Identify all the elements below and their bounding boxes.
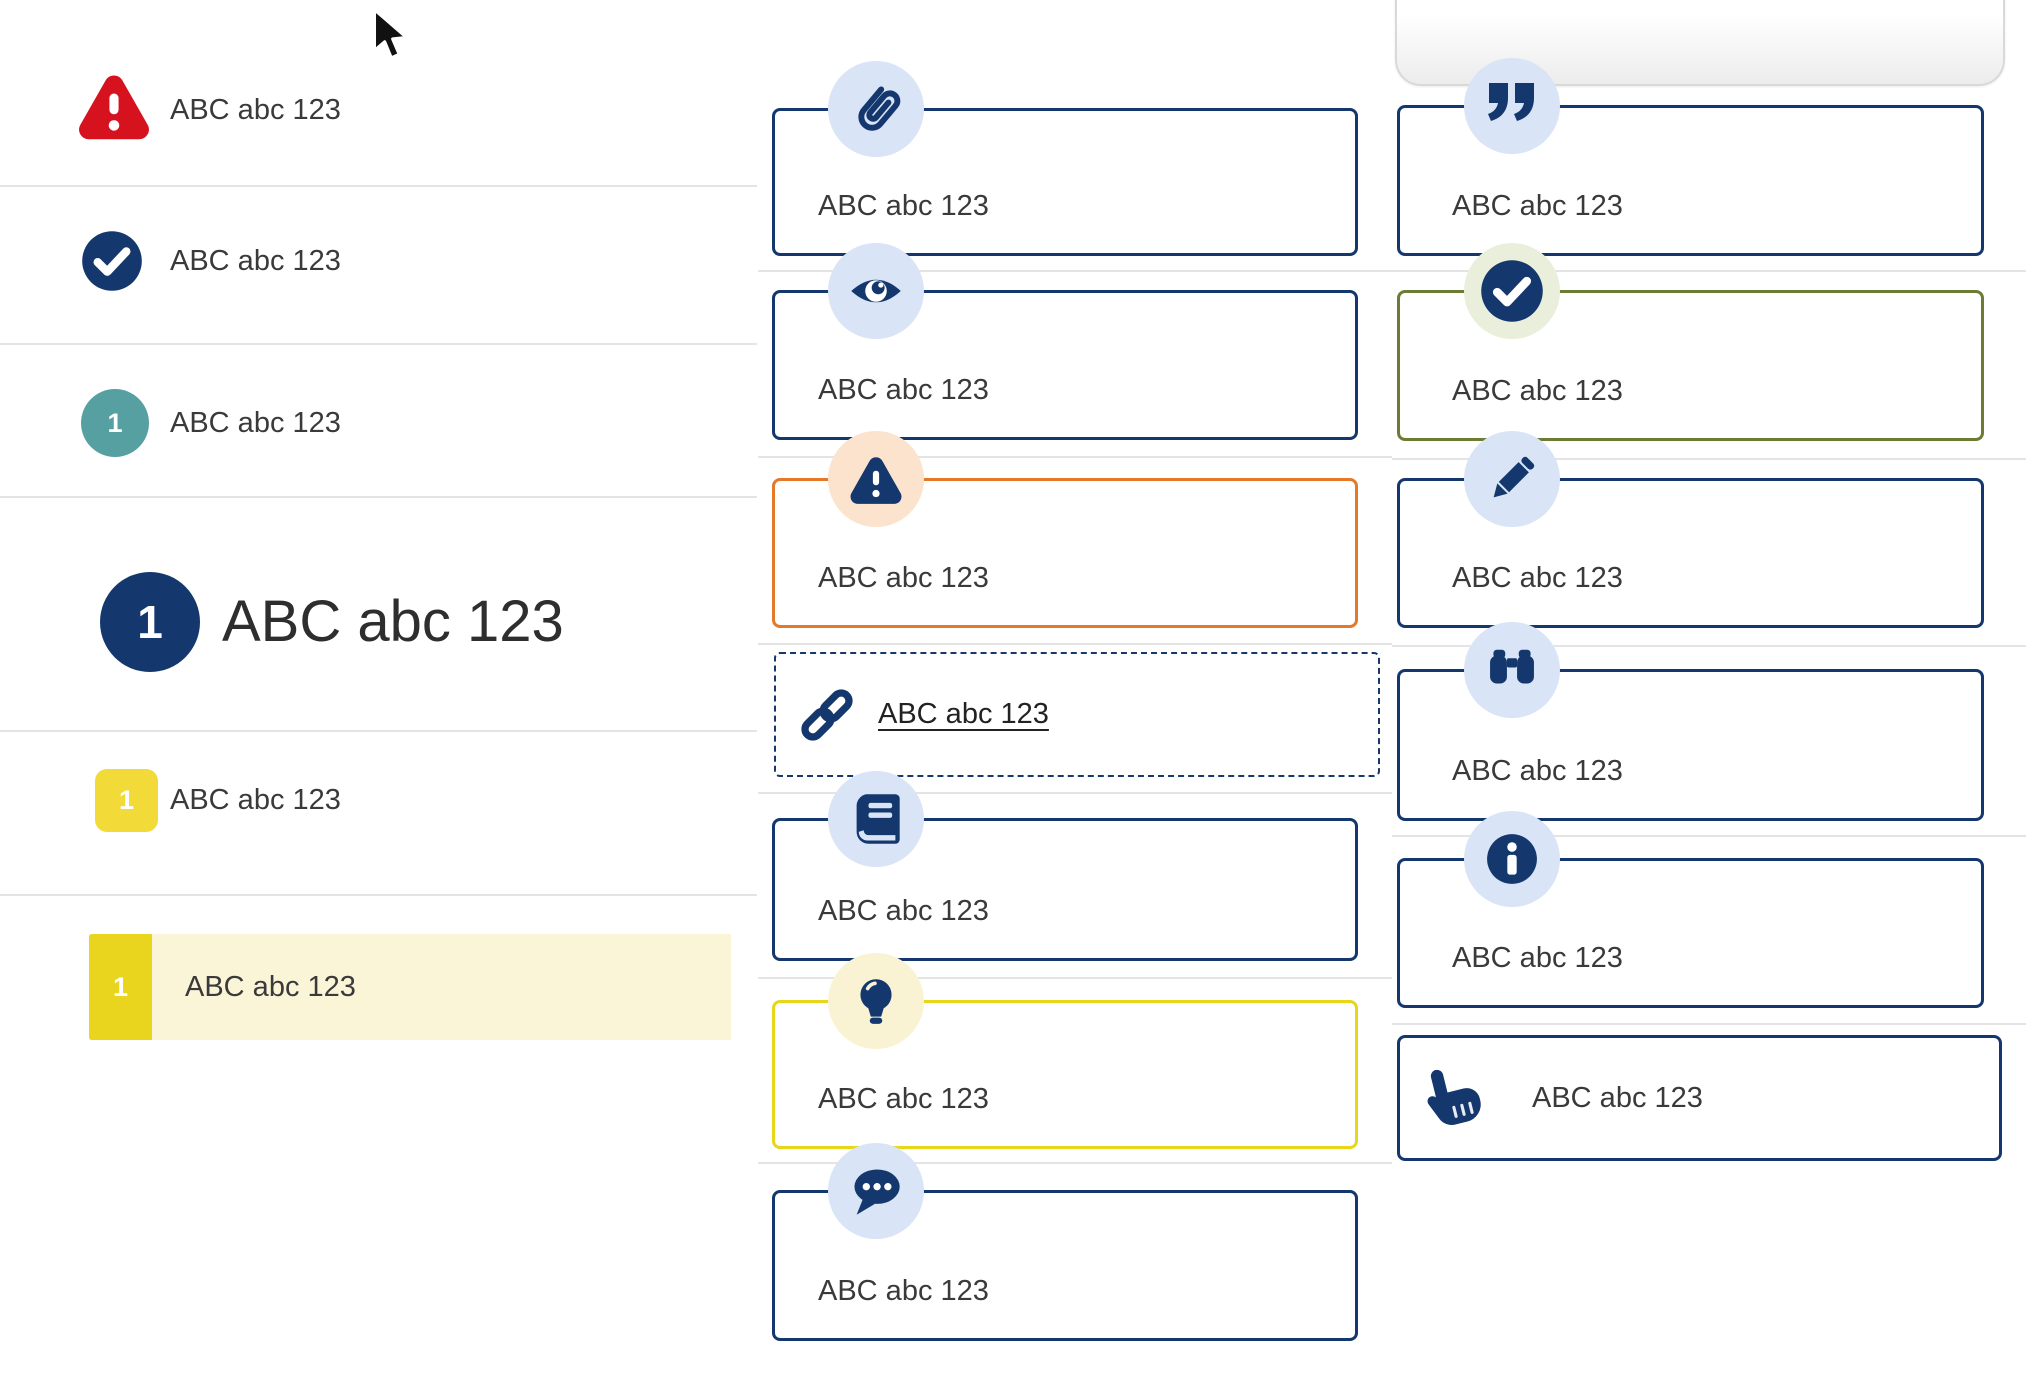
tip-callout: ABC abc 123 bbox=[772, 953, 1358, 1149]
paperclip-icon bbox=[828, 61, 924, 157]
comment-callout: ABC abc 123 bbox=[772, 1143, 1358, 1341]
list-item-label: ABC abc 123 bbox=[170, 94, 341, 126]
navy-step-badge-large: 1 bbox=[100, 572, 200, 672]
divider bbox=[0, 343, 757, 345]
divider bbox=[0, 185, 757, 187]
step-number: 1 bbox=[137, 596, 163, 648]
step-number: 1 bbox=[107, 407, 123, 438]
callout-text: ABC abc 123 bbox=[1452, 375, 1623, 407]
divider bbox=[758, 456, 1392, 458]
book-icon bbox=[828, 771, 924, 867]
binoculars-icon bbox=[1464, 622, 1560, 718]
success-callout: ABC abc 123 bbox=[1397, 243, 1984, 441]
callout-text: ABC abc 123 bbox=[1532, 1081, 1703, 1114]
eye-icon bbox=[828, 243, 924, 339]
link-callout: ABC abc 123 bbox=[774, 652, 1380, 777]
divider bbox=[0, 894, 757, 896]
warning-triangle-icon bbox=[828, 431, 924, 527]
callout-text: ABC abc 123 bbox=[1452, 755, 1623, 787]
divider bbox=[1392, 270, 2026, 272]
callout-text: ABC abc 123 bbox=[818, 1083, 989, 1115]
speech-bubble-icon bbox=[828, 1143, 924, 1239]
inline-link[interactable]: ABC abc 123 bbox=[878, 698, 1049, 730]
divider bbox=[758, 1162, 1392, 1164]
check-circle-icon bbox=[1464, 243, 1560, 339]
yellow-bar-badge: 1 bbox=[89, 934, 152, 1040]
callout-text: ABC abc 123 bbox=[818, 374, 989, 406]
list-item-label-large: ABC abc 123 bbox=[222, 589, 564, 654]
yellow-square-badge: 1 bbox=[95, 769, 158, 832]
info-icon bbox=[1464, 811, 1560, 907]
edit-callout: ABC abc 123 bbox=[1397, 431, 1984, 628]
divider bbox=[758, 977, 1392, 979]
step-number: 1 bbox=[112, 971, 129, 1002]
pencil-icon bbox=[1464, 431, 1560, 527]
action-callout: ABC abc 123 bbox=[1397, 1035, 2002, 1161]
callout-text: ABC abc 123 bbox=[818, 1275, 989, 1307]
list-item-label: ABC abc 123 bbox=[185, 971, 356, 1003]
teal-step-badge: 1 bbox=[81, 389, 149, 457]
divider bbox=[1392, 645, 2026, 647]
lightbulb-icon bbox=[828, 953, 924, 1049]
reference-callout: ABC abc 123 bbox=[772, 771, 1358, 961]
hand-pointer-icon bbox=[1418, 1063, 1484, 1133]
warning-callout: ABC abc 123 bbox=[772, 431, 1358, 628]
callout-text: ABC abc 123 bbox=[1452, 942, 1623, 974]
divider bbox=[758, 792, 1392, 794]
divider bbox=[758, 643, 1392, 645]
quote-icon bbox=[1464, 58, 1560, 154]
quote-callout: ABC abc 123 bbox=[1397, 58, 1984, 256]
callout-text: ABC abc 123 bbox=[1452, 562, 1623, 594]
info-callout: ABC abc 123 bbox=[1397, 811, 1984, 1008]
mouse-cursor bbox=[370, 8, 414, 64]
divider bbox=[1392, 1023, 2026, 1025]
attachment-callout: ABC abc 123 bbox=[772, 61, 1358, 256]
callout-text: ABC abc 123 bbox=[818, 895, 989, 927]
callout-text: ABC abc 123 bbox=[818, 562, 989, 594]
search-callout: ABC abc 123 bbox=[1397, 622, 1984, 821]
visibility-callout: ABC abc 123 bbox=[772, 243, 1358, 440]
divider bbox=[0, 730, 757, 732]
step-number: 1 bbox=[118, 785, 135, 815]
callout-text: ABC abc 123 bbox=[818, 190, 989, 222]
highlighted-list-row[interactable] bbox=[89, 934, 731, 1040]
alert-triangle-icon bbox=[76, 70, 152, 142]
divider bbox=[0, 496, 757, 498]
check-circle-icon bbox=[81, 230, 143, 292]
callout-text: ABC abc 123 bbox=[1452, 190, 1623, 222]
list-item-label: ABC abc 123 bbox=[170, 407, 341, 439]
divider bbox=[1392, 458, 2026, 460]
list-item-label: ABC abc 123 bbox=[170, 784, 341, 816]
list-item-label: ABC abc 123 bbox=[170, 245, 341, 277]
link-icon bbox=[798, 686, 856, 744]
divider bbox=[758, 270, 1392, 272]
divider bbox=[1392, 835, 2026, 837]
